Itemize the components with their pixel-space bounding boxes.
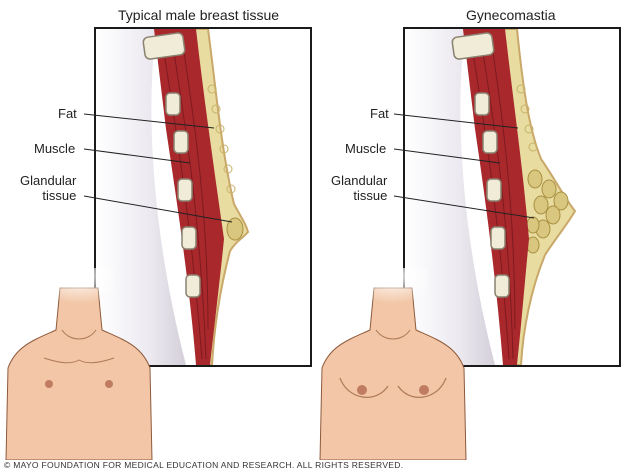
label-fat-left: Fat (58, 106, 77, 121)
label-fat-right: Fat (370, 106, 389, 121)
glandular-leader-left (83, 195, 233, 223)
copyright-notice: © MAYO FOUNDATION FOR MEDICAL EDUCATION … (4, 460, 404, 470)
typical-male-torso (5, 268, 153, 460)
label-muscle-right: Muscle (345, 141, 387, 156)
gynecomastia-cross-section (403, 27, 621, 367)
label-muscle-left: Muscle (34, 141, 76, 156)
right-panel-title: Gynecomastia (466, 7, 556, 23)
fat-leader-left (83, 113, 215, 129)
glandular-tissue (226, 217, 244, 241)
fat-leader-right (393, 113, 519, 129)
muscle-leader-right (393, 148, 501, 164)
glandular-leader-right (393, 195, 535, 219)
left-panel-title: Typical male breast tissue (118, 7, 280, 23)
gynecomastia-cross-section-illustration (405, 29, 619, 365)
typical-cross-section-illustration (96, 29, 310, 365)
typical-breast-cross-section (94, 27, 312, 367)
muscle-leader-left (83, 148, 191, 164)
gynecomastia-torso (319, 268, 467, 460)
